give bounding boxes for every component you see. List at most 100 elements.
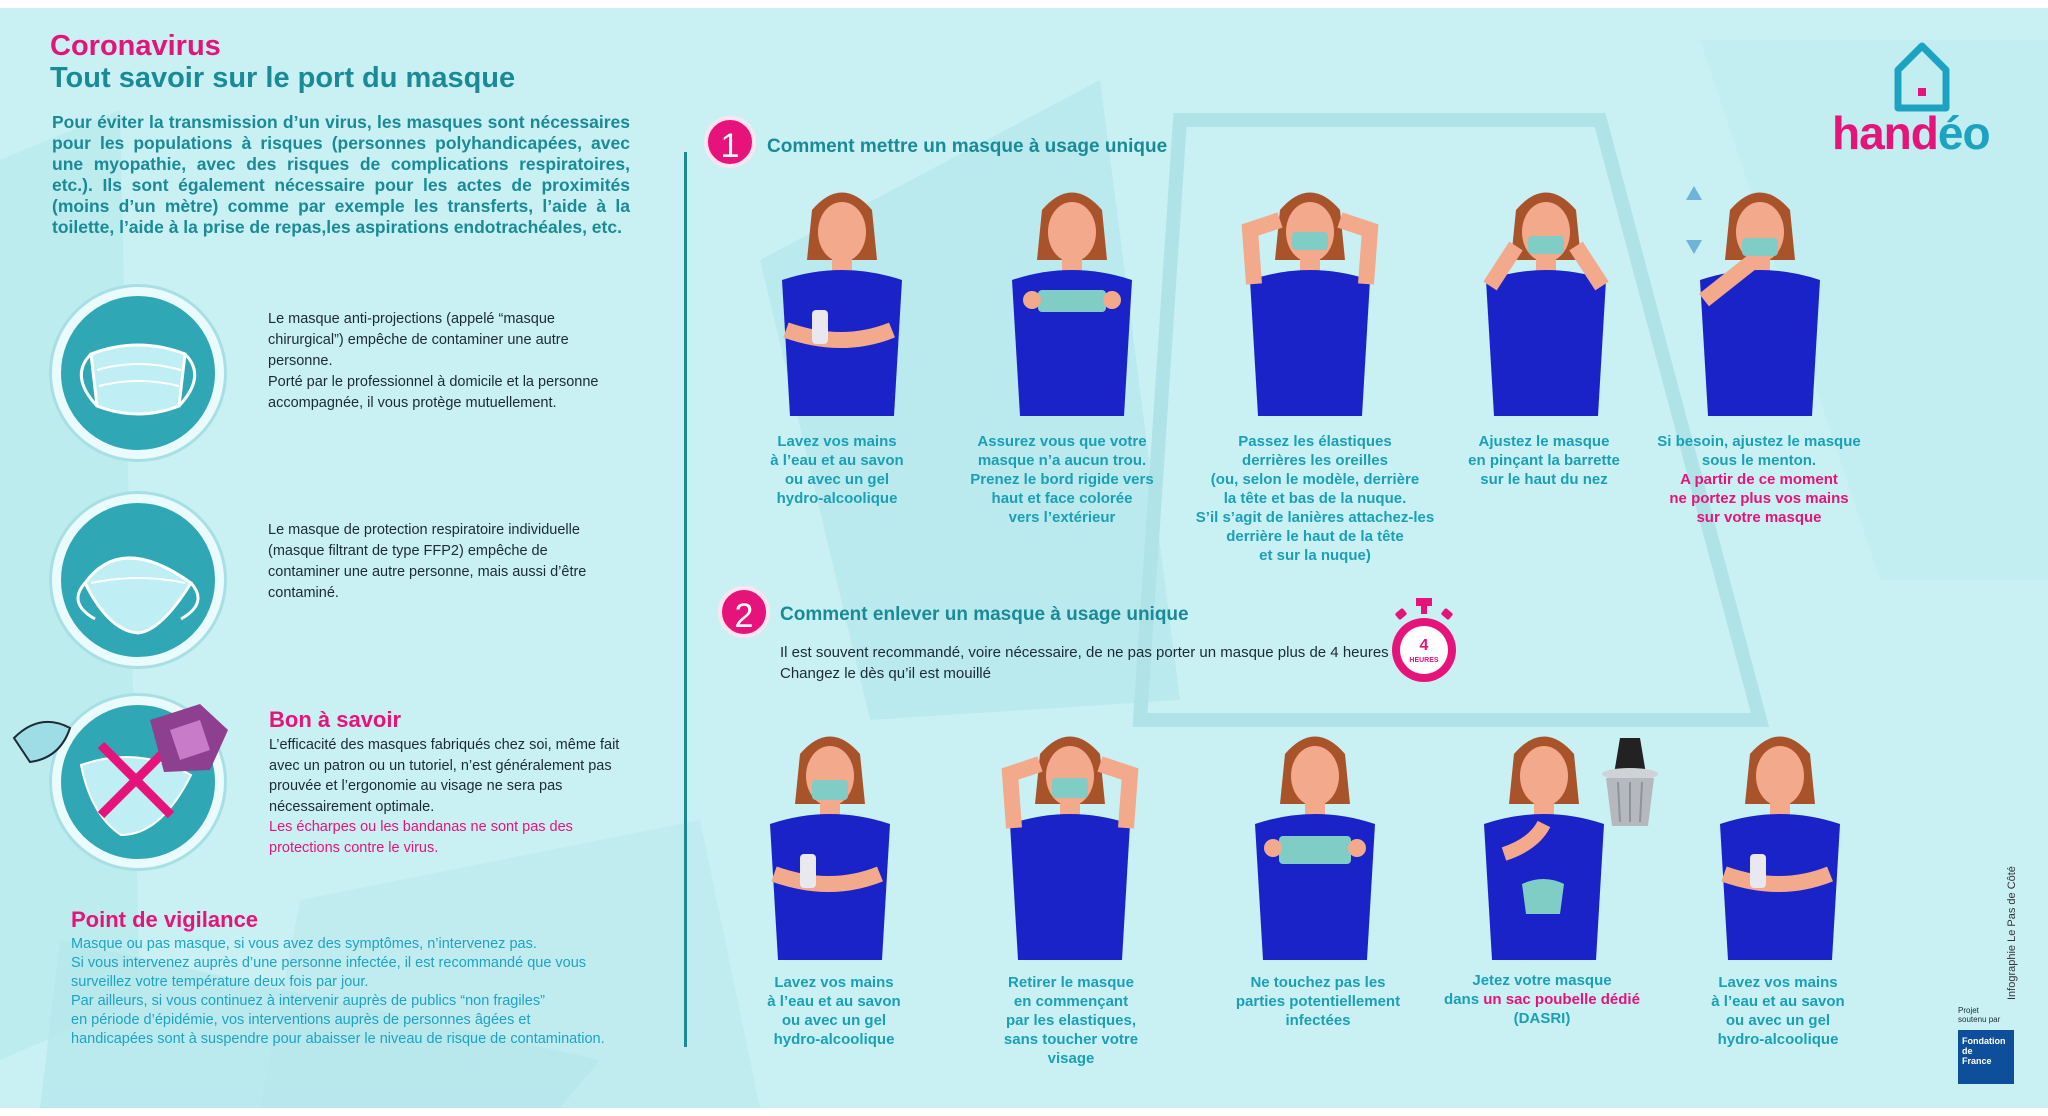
person-removing-mask-figure [1001, 736, 1139, 960]
page-title: Tout savoir sur le port du masque [50, 62, 516, 94]
mask-text-line: Le masque anti-projections (appelé “masq… [268, 311, 555, 327]
vigilance-line: Si vous intervenez auprès d’une personne… [71, 955, 587, 971]
bandana-pattern-icon [150, 704, 228, 772]
vigilance-line: Masque ou pas masque, si vous avez des s… [71, 936, 537, 952]
caption-line: parties potentiellement [1235, 993, 1401, 1010]
handeo-logo: handéo [1832, 106, 1991, 160]
caption-highlight: un sac poubelle dédié [1483, 991, 1640, 1008]
caption-line: vers l’extérieur [1008, 509, 1116, 526]
caption-line: à l’eau et au savon [1711, 993, 1845, 1010]
sponsor-label-line: Projet [1958, 1006, 1979, 1015]
vigilance-title: Point de vigilance [71, 907, 259, 932]
caption-line: derrières les oreilles [1242, 452, 1388, 469]
person-washing-hands-figure [770, 736, 890, 960]
bon-warning-line: protections contre le virus. [269, 839, 439, 856]
remove-step5-caption: Lavez vos mains à l’eau et au savon ou a… [1663, 973, 1893, 1049]
mask-text-line: personne. [268, 353, 333, 369]
title-coronavirus: Coronavirus [50, 30, 221, 62]
sponsor-logo-line: France [1962, 1056, 1992, 1066]
caption-line: et sur la nuque) [1259, 547, 1371, 564]
bon-a-savoir-text: L’efficacité des masques fabriqués chez … [269, 735, 649, 858]
caption-line: masque n’a aucun trou. [977, 452, 1147, 469]
logo-accent: éo [1937, 107, 1991, 159]
sponsor-logo-line: de [1962, 1046, 1973, 1056]
mask-text-line: Porté par le professionnel à domicile et… [268, 374, 599, 390]
house-logo-icon [1894, 42, 1950, 112]
caption-line: Lavez vos mains [1718, 974, 1838, 991]
mask-text-line: accompagnée, il vous protège mutuellemen… [268, 395, 557, 411]
infographic-credit: Infographie Le Pas de Côté [2006, 866, 2018, 1000]
section1-title: Comment mettre un masque à usage unique [767, 136, 1168, 157]
remove-step3-caption: Ne touchez pas les parties potentielleme… [1203, 973, 1433, 1030]
mask-text-line: Le masque de protection respiratoire ind… [268, 522, 580, 538]
bon-text-line: avec un patron ou un tutoriel, n’est gén… [269, 757, 612, 774]
caption-line: Passez les élastiques [1238, 433, 1392, 450]
vigilance-text: Masque ou pas masque, si vous avez des s… [71, 935, 671, 1049]
person-holding-mask-figure [1255, 736, 1375, 960]
step3-caption: Passez les élastiques derrières les orei… [1195, 432, 1435, 565]
subtitle-line: Changez le dès qu’il est mouillé [780, 665, 991, 682]
step5-caption: Si besoin, ajustez le masque sous le men… [1644, 432, 1874, 527]
mask-text-line: contaminé. [268, 585, 339, 601]
section2-title: Comment enlever un masque à usage unique [780, 604, 1189, 625]
vigilance-line: Par ailleurs, si vous continuez à interv… [71, 993, 545, 1009]
caption-line: haut et face colorée [991, 490, 1133, 507]
mask-text-line: (masque filtrant de type FFP2) empêche d… [268, 543, 548, 559]
caption-text: dans [1444, 991, 1484, 1008]
mask-text-line: chirurgical”) empêche de contaminer une … [268, 332, 569, 348]
caption-line: dans un sac poubelle dédié [1427, 990, 1657, 1009]
person-discarding-mask-figure [1484, 736, 1604, 960]
person-checking-mask-figure [1012, 192, 1132, 416]
caption-line: ou avec un gel [781, 1012, 887, 1029]
ffp2-mask-icon [52, 494, 224, 666]
vigilance-line: en période d’épidémie, vos interventions… [71, 1012, 531, 1028]
caption-line: en pinçant la barrette [1468, 452, 1620, 469]
caption-line: Lavez vos mains [774, 974, 894, 991]
caption-line: Assurez vous que votre [977, 433, 1147, 450]
logo-text: hand [1832, 107, 1939, 159]
timer-icon: 4 HEURES [1392, 598, 1456, 682]
trash-bin-icon [1602, 738, 1658, 826]
caption-line: à l’eau et au savon [767, 993, 901, 1010]
caption-line: (DASRI) [1513, 1010, 1571, 1027]
step-number-badge-2: 2 [718, 586, 770, 638]
fondation-de-france-logo: Fondation de France [1958, 1030, 2014, 1084]
caption-line: Ne touchez pas les [1250, 974, 1386, 991]
person-putting-elastics-figure [1241, 192, 1379, 416]
section2-subtitle: Il est souvent recommandé, voire nécessa… [780, 642, 1389, 684]
caption-warning-line: A partir de ce moment [1680, 471, 1838, 488]
caption-line: sous le menton. [1701, 452, 1817, 469]
caption-line: en commençant [1013, 993, 1129, 1010]
divider-line [684, 152, 687, 1047]
caption-line: S’il s’agit de lanières attachez-les [1195, 509, 1435, 526]
bon-text-line: L’efficacité des masques fabriqués chez … [269, 737, 620, 753]
person-pinching-nose-figure [1483, 192, 1609, 416]
step4-caption: Ajustez le masque en pinçant la barrette… [1429, 432, 1659, 489]
caption-line: Prenez le bord rigide vers [970, 471, 1154, 488]
caption-line: infectées [1285, 1012, 1351, 1029]
mask-text-line: contaminer une autre personne, mais auss… [268, 564, 587, 580]
person-washing-hands-figure [782, 192, 902, 416]
caption-line: sans toucher votre [1003, 1031, 1139, 1048]
caption-line: Retirer le masque [1008, 974, 1134, 991]
person-washing-hands-figure [1720, 736, 1840, 960]
bandana-icon [52, 696, 224, 868]
caption-line: (ou, selon le modèle, derrière [1210, 471, 1420, 488]
bon-warning-line: Les écharpes ou les bandanas ne sont pas… [269, 819, 573, 835]
caption-line: par les elastiques, [1005, 1012, 1137, 1029]
bon-text-line: prouvée et l’ergonomie au visage ne sera… [269, 778, 563, 794]
vigilance-line: surveillez votre température deux fois p… [71, 974, 369, 990]
caption-line: derrière le haut de la tête [1226, 528, 1404, 545]
caption-line: hydro-alcoolique [1717, 1031, 1839, 1048]
caption-warning-line: ne portez plus vos mains [1669, 490, 1849, 507]
remove-step1-caption: Lavez vos mains à l’eau et au savon ou a… [719, 973, 949, 1049]
caption-line: hydro-alcoolique [773, 1031, 895, 1048]
sponsor-label-line: soutenu par [1958, 1015, 2001, 1024]
caption-line: ou avec un gel [1725, 1012, 1831, 1029]
caption-line: visage [1047, 1050, 1095, 1067]
vigilance-line: handicapées sont à suspendre pour abaiss… [71, 1031, 605, 1047]
person-adjusting-chin-figure [1686, 186, 1820, 416]
caption-line: Si besoin, ajustez le masque [1657, 433, 1861, 450]
bon-text-line: nécessairement optimale. [269, 798, 435, 815]
caption-line: à l’eau et au savon [770, 452, 904, 469]
